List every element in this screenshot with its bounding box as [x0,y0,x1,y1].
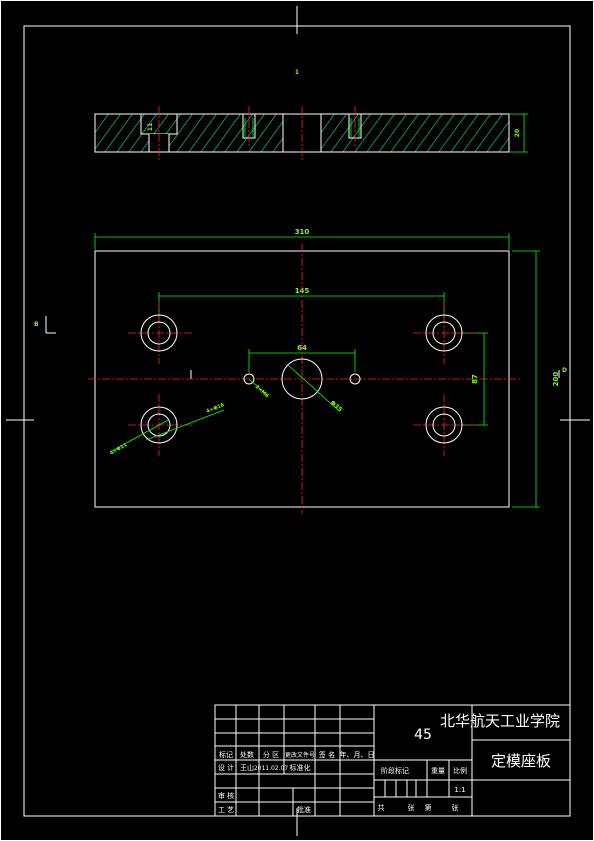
title-block: 北华航天工业学院 定模座板 45 标记 处数 分 区 更改文件号 签 名 年、月… [214,704,571,817]
plan-view: 310 145 64 200 87 B D [34,228,567,514]
header-mark: 标记 [219,750,233,759]
top-small-dim: 1 [295,69,299,76]
small-hole-dim: 2×M6 [254,384,270,400]
part-name: 定模座板 [491,752,551,770]
hole-spacing-y-dim: 87 [471,374,479,384]
review-label: 审 核 [218,791,234,800]
approve-label: 批准 [297,805,311,814]
school-name: 北华航天工业学院 [440,712,560,730]
standardize-label: 标准化 [290,763,311,772]
weight-label: 重量 [431,767,445,775]
section-view: 11 20 [94,106,528,160]
counterbore-hole-bl [140,406,178,444]
header-date: 年、月、日 [340,750,375,759]
center-hole [281,358,323,400]
stage-mark-label: 阶段标记 [381,766,409,775]
side-mark-left: B [34,321,39,328]
center-hole-dim: Φ35 [329,399,344,413]
header-zone: 分 区 [263,750,279,759]
counterbore-hole-br [425,406,463,444]
sheets-unit2: 张 [452,803,459,812]
counterbore2-dim: 4×Φ11 [109,442,129,457]
overall-width-dim: 310 [295,228,310,236]
small-hole-left [243,373,255,385]
header-sign: 签 名 [319,750,335,759]
section-height-dim: 20 [514,129,521,137]
counterbore-hole-tl [140,314,178,352]
material: 45 [414,727,432,743]
side-mark-right: D [562,367,567,374]
design-date: 2011.02.07 [254,765,289,772]
header-count: 处数 [240,750,254,759]
designer: 王山 [240,763,254,772]
design-label: 设 计 [218,763,234,772]
process-label: 工 艺 [218,806,234,814]
sheets-unit1: 张 [408,803,415,812]
scale-value: 1:1 [454,786,465,794]
overall-height-dim: 200 [552,372,560,387]
counterbore-hole-tr [425,314,463,352]
ratio-label: 比例 [453,766,467,775]
sheets-no-label: 第 [425,803,432,812]
small-hole-right [349,373,361,385]
header-change-doc: 更改文件号 [285,751,315,759]
sheets-total-label: 共 [378,803,385,812]
section-hole-dim: 11 [147,123,154,131]
